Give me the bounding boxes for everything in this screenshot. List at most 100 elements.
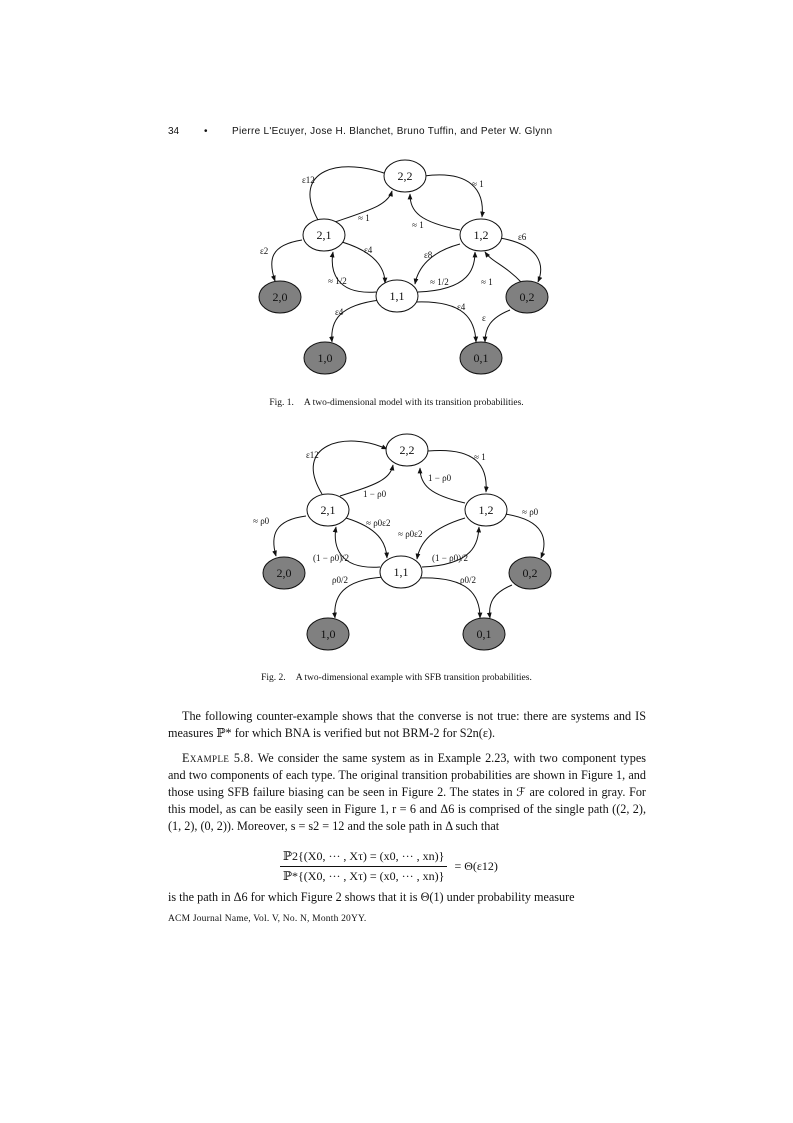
- page-number: 34: [168, 126, 180, 137]
- figure-1-caption-text: A two-dimensional model with its transit…: [303, 398, 524, 408]
- fig2-node-label: 0,1: [477, 627, 492, 641]
- fig1-node-11: [375, 279, 419, 313]
- fig1-edge-label: ≈ 1: [358, 213, 370, 223]
- fig1-edge-label: ≈ 1: [412, 220, 424, 230]
- fig1-edge-12-02: [499, 237, 543, 283]
- fig2-node-label: 1,2: [479, 503, 494, 517]
- fig1-edge-label: ≈ 1: [481, 277, 493, 287]
- equation-ratio: ℙ2{(X0, ··· , Xτ) = (x0, ··· , xn)} ℙ*{(…: [280, 849, 498, 884]
- fig1-edge-12-11: [413, 243, 461, 285]
- figure-1-caption-label: Fig. 1.: [269, 398, 294, 408]
- figure-2-caption-text: A two-dimensional example with SFB trans…: [295, 673, 532, 683]
- fig1-edge-label: ε4: [335, 307, 344, 317]
- fig1-node-10: [303, 341, 347, 375]
- fig2-edge-02-01: [486, 584, 513, 619]
- example-label: Example 5.8.: [182, 751, 254, 765]
- paragraph-text: is the path in Δ6 for which Figure 2 sho…: [168, 890, 575, 904]
- fig2-edge-label: ≈ 1: [474, 452, 486, 462]
- fig1-edge-label: ε8: [424, 250, 433, 260]
- fig1-edge-label: ε2: [260, 246, 268, 256]
- fig2-edge-11-01: [417, 577, 483, 619]
- fig2-node-20: [262, 556, 306, 590]
- fig2-edge-11-21: [332, 526, 381, 568]
- fig2-edge-label: 1 − ρ0: [428, 473, 452, 483]
- fig1-node-label: 0,1: [474, 351, 489, 365]
- fig2-node-12: [464, 493, 508, 527]
- fig2-edge-12-22: [417, 467, 466, 504]
- fig2-edge-21-22: [339, 464, 395, 497]
- fig2-node-21: [306, 493, 350, 527]
- fig1-node-01: [459, 341, 503, 375]
- equation-numerator: ℙ2{(X0, ··· , Xτ) = (x0, ··· , xn)}: [280, 849, 448, 867]
- paragraph-continuation: is the path in Δ6 for which Figure 2 sho…: [168, 889, 646, 906]
- fig2-edge-label: (1 − ρ0)/2: [432, 553, 468, 563]
- fig2-edge-21-11: [345, 517, 390, 559]
- fig2-node-label: 1,0: [321, 627, 336, 641]
- fig2-edge-label: ≈ ρ0ε2: [398, 529, 422, 539]
- fig1-edge-11-01: [414, 301, 479, 343]
- fig1-edge-label: ε: [482, 313, 486, 323]
- fig1-edge-02-01: [482, 309, 511, 343]
- fig1-edge-12-22: [407, 193, 461, 231]
- fig1-edge-label: ε4: [457, 302, 466, 312]
- paragraph-text: The following counter-example shows that…: [168, 709, 646, 740]
- fig2-node-label: 1,1: [394, 565, 409, 579]
- fig1-node-12: [459, 218, 503, 252]
- fig1-edge-21-22: [334, 190, 393, 223]
- fig2-node-11: [379, 555, 423, 589]
- paragraph-counter-example: The following counter-example shows that…: [168, 708, 646, 742]
- example-5-8: Example 5.8. We consider the same system…: [168, 750, 646, 835]
- example-text: We consider the same system as in Exampl…: [168, 751, 647, 833]
- fig2-edge-22-12: [427, 449, 489, 493]
- fig2-node-02: [508, 556, 552, 590]
- fig1-node-label: 2,2: [398, 169, 413, 183]
- figure-1-caption: Fig. 1. A two-dimensional model with its …: [0, 398, 793, 408]
- fig2-edge-label: ≈ ρ0ε2: [366, 518, 390, 528]
- fig1-edge-label: ≈ 1: [472, 179, 484, 189]
- fig1-node-02: [505, 280, 549, 314]
- fig2-edge-21-20: [272, 515, 307, 557]
- fig1-node-label: 2,1: [317, 228, 332, 242]
- fig2-edge-label: ρ0/2: [460, 575, 476, 585]
- fig1-node-21: [302, 218, 346, 252]
- figure-2-caption-label: Fig. 2.: [261, 673, 286, 683]
- fig1-edge-21-20: [271, 239, 303, 282]
- fig1-edge-label: ≈ 1/2: [430, 277, 449, 287]
- equation-denominator: ℙ*{(X0, ··· , Xτ) = (x0, ··· , xn)}: [283, 869, 445, 883]
- fig1-edge-label: ε4: [364, 245, 373, 255]
- fig2-edge-21-22-loop: [312, 440, 388, 495]
- fig2-node-label: 2,1: [321, 503, 336, 517]
- fig1-node-label: 2,0: [273, 290, 288, 304]
- fig1-node-label: 1,0: [318, 351, 333, 365]
- fig1-edge-02-12: [484, 251, 523, 284]
- fig2-edge-label: ≈ ρ0: [253, 516, 270, 526]
- fig2-node-label: 0,2: [523, 566, 538, 580]
- fig2-edge-label: ρ0/2: [332, 575, 348, 585]
- header-authors: Pierre L'Ecuyer, Jose H. Blanchet, Bruno…: [232, 126, 553, 137]
- fig1-node-label: 1,1: [390, 289, 405, 303]
- fig2-edge-12-02: [504, 513, 546, 559]
- fig1-edge-11-10: [329, 299, 381, 343]
- fig2-edge-12-11: [415, 517, 466, 560]
- fig1-node-20: [258, 280, 302, 314]
- fig1-edge-21-11: [341, 241, 388, 284]
- figure-2-caption: Fig. 2. A two-dimensional example with SF…: [0, 673, 793, 683]
- fig2-edge-label: (1 − ρ0)/2: [313, 553, 349, 563]
- fig1-edge-11-12: [417, 251, 478, 293]
- fig1-node-22: [383, 159, 427, 193]
- fig2-node-22: [385, 433, 429, 467]
- fig2-node-label: 2,0: [277, 566, 292, 580]
- fig2-edge-11-10: [332, 576, 384, 619]
- fig2-node-label: 2,2: [400, 443, 415, 457]
- fig1-node-label: 1,2: [474, 228, 489, 242]
- header-bullet: •: [204, 126, 208, 137]
- equation-rhs: = Θ(ε12): [454, 859, 498, 873]
- fig2-edge-label: ε12: [306, 450, 319, 460]
- fig1-edge-label: ε12: [302, 175, 315, 185]
- journal-footer: ACM Journal Name, Vol. V, No. N, Month 2…: [168, 914, 367, 924]
- fig2-node-01: [462, 617, 506, 651]
- fig1-edge-label: ≈ 1/2: [328, 276, 347, 286]
- fig1-edge-label: ε6: [518, 232, 527, 242]
- fig2-edge-11-12: [421, 526, 482, 568]
